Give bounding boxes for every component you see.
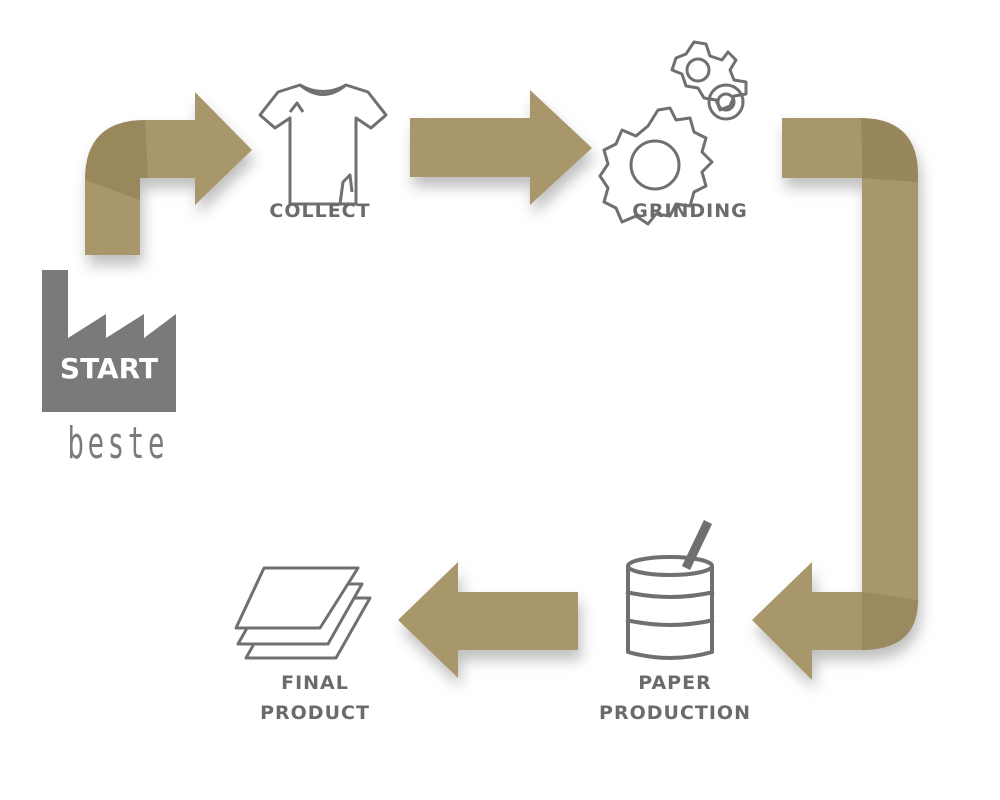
tshirt-icon	[258, 83, 388, 206]
step-paper-production-label-line2: PRODUCTION	[599, 702, 751, 724]
gears-icon	[598, 40, 748, 226]
paper-stack-icon	[234, 566, 372, 660]
factory-icon	[42, 270, 176, 412]
step-grinding-label: GRINDING	[632, 200, 748, 222]
brand-logo-text: beste	[67, 418, 169, 469]
start-label: START	[59, 352, 159, 385]
arrow-paper-to-final	[398, 562, 578, 678]
arrow-grinding-to-paper	[752, 118, 918, 680]
step-final-product-label-line1: FINAL	[281, 672, 349, 694]
step-final-product-label-line2: PRODUCT	[260, 702, 370, 724]
arrow-start-to-collect	[85, 92, 252, 255]
paper-barrel-icon	[625, 520, 715, 660]
step-collect-label: COLLECT	[269, 200, 371, 222]
step-paper-production-label-line1: PAPER	[638, 672, 712, 694]
arrow-collect-to-grinding	[410, 90, 592, 205]
